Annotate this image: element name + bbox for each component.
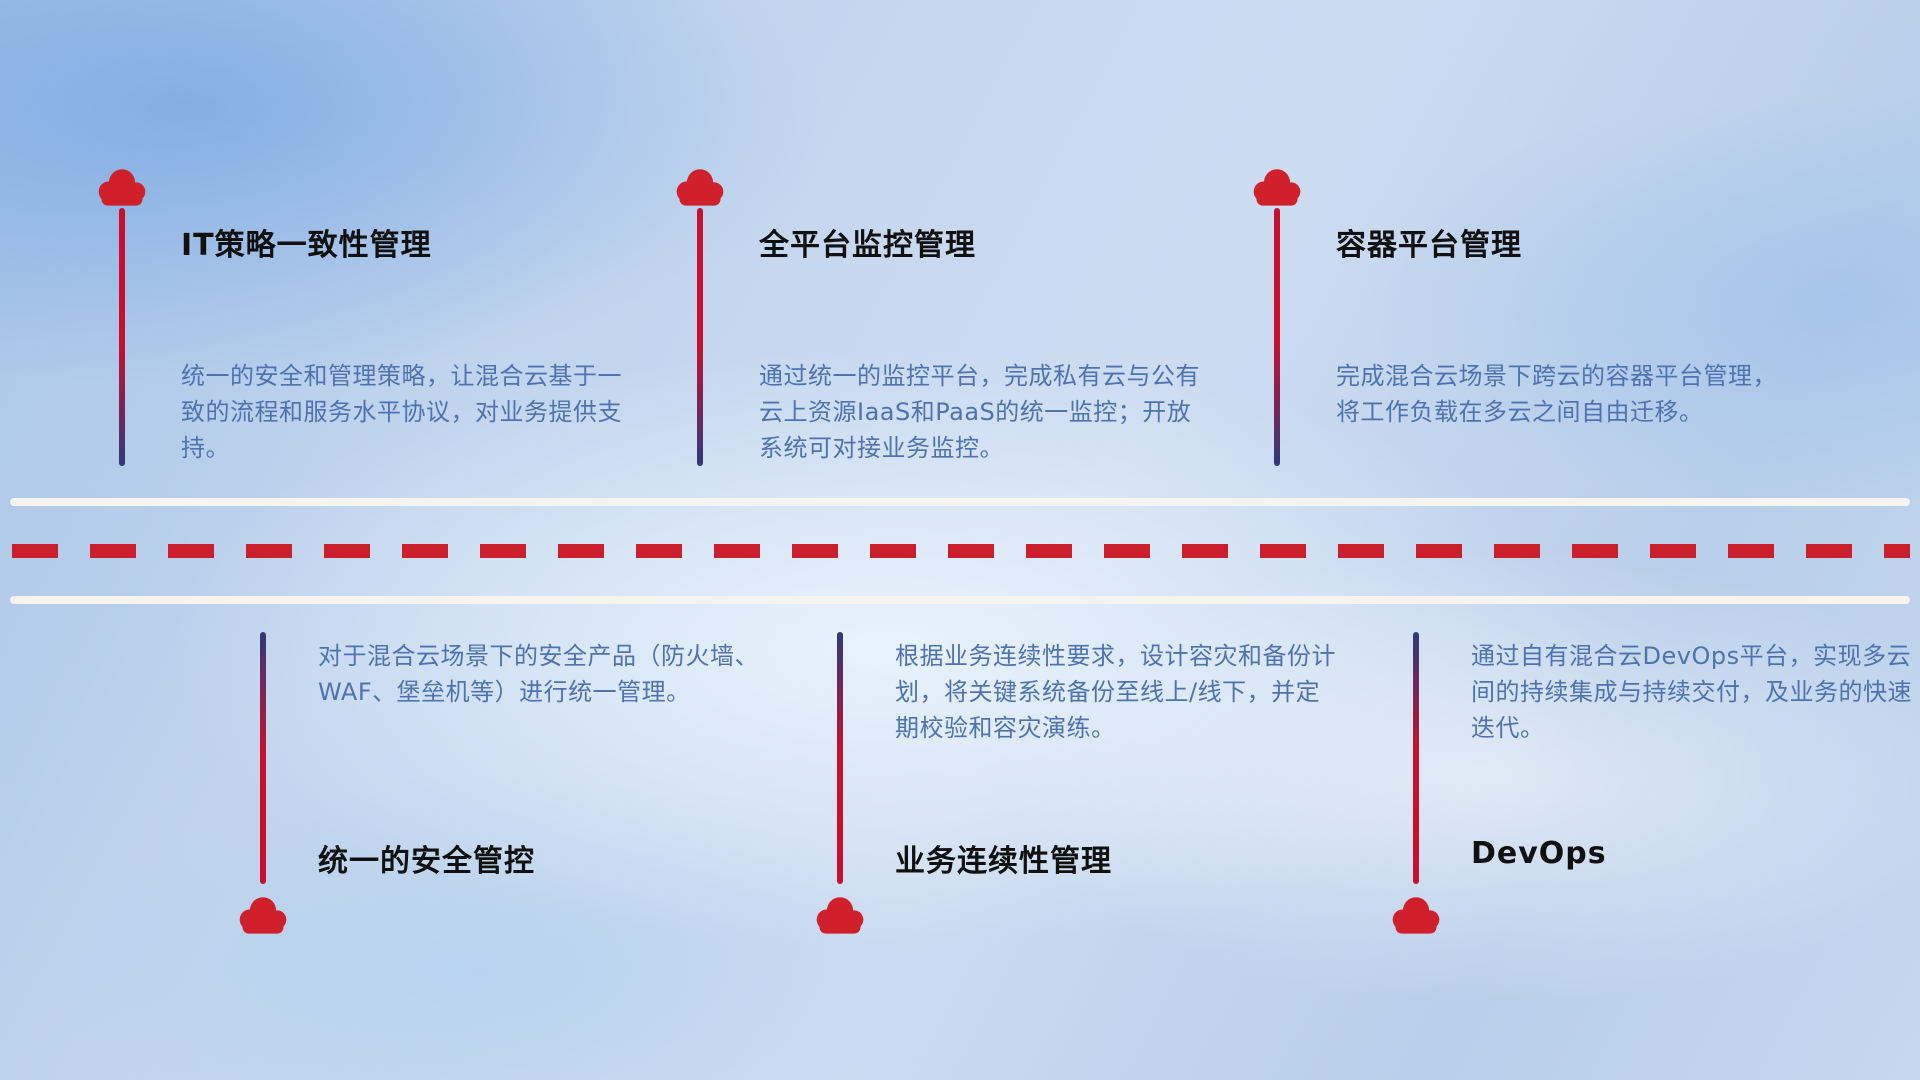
capability-title: 容器平台管理: [1336, 228, 1522, 263]
road-edge-top: [10, 498, 1910, 506]
cloud-icon: [1388, 894, 1444, 936]
capability-description: 统一的安全和管理策略，让混合云基于一致的流程和服务水平协议，对业务提供支持。: [181, 362, 622, 462]
capability-description: 对于混合云场景下的安全产品（防火墙、WAF、堡垒机等）进行统一管理。: [318, 642, 759, 706]
capability-description: 通过统一的监控平台，完成私有云与公有云上资源IaaS和PaaS的统一监控；开放系…: [759, 362, 1200, 462]
capability-title: 统一的安全管控: [318, 844, 535, 879]
cloud-icon: [235, 894, 291, 936]
timeline-stem: [119, 208, 125, 466]
road-edge-bottom: [10, 596, 1910, 604]
cloud-icon: [94, 166, 150, 208]
capability-title: DevOps: [1471, 836, 1607, 871]
capability-title: 业务连续性管理: [895, 844, 1112, 879]
capability-description: 通过自有混合云DevOps平台，实现多云间的持续集成与持续交付，及业务的快速迭代…: [1471, 642, 1912, 742]
cloud-icon: [1249, 166, 1305, 208]
capability-title: IT策略一致性管理: [181, 228, 432, 263]
cloud-icon: [812, 894, 868, 936]
capability-title: 全平台监控管理: [759, 228, 976, 263]
timeline-stem: [260, 632, 266, 884]
cloud-icon: [672, 166, 728, 208]
timeline-stem: [1274, 208, 1280, 466]
timeline-stem: [1413, 632, 1419, 884]
road-dashed-centerline: [12, 544, 1910, 558]
timeline-stem: [697, 208, 703, 466]
capability-description: 根据业务连续性要求，设计容灾和备份计划，将关键系统备份至线上/线下，并定期校验和…: [895, 642, 1336, 742]
timeline-stem: [837, 632, 843, 884]
capability-description: 完成混合云场景下跨云的容器平台管理，将工作负载在多云之间自由迁移。: [1336, 362, 1777, 426]
